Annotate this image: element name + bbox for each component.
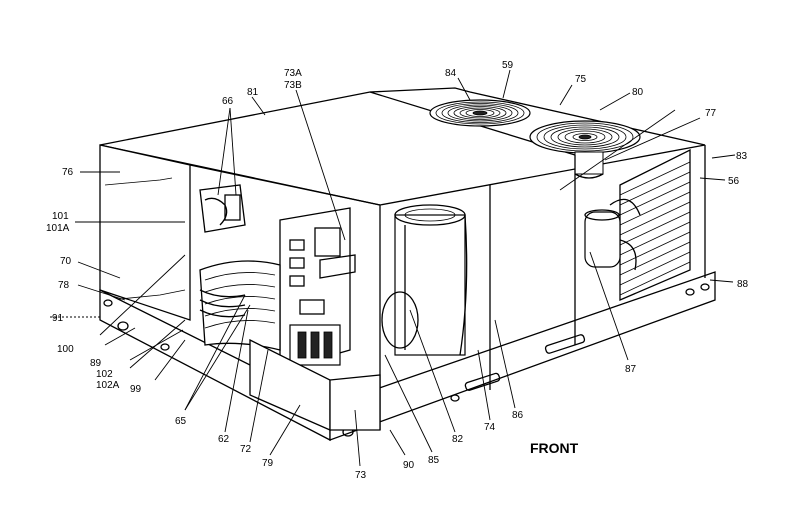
callout-56: 56 bbox=[728, 176, 740, 187]
callout-77: 77 bbox=[705, 108, 717, 119]
control-box bbox=[279, 207, 356, 371]
callout-87: 87 bbox=[625, 364, 637, 375]
lower-access-panels bbox=[249, 338, 381, 431]
front-label: FRONT bbox=[530, 440, 579, 456]
compressor bbox=[584, 198, 641, 271]
callout-80: 80 bbox=[632, 87, 644, 98]
callout-102: 102 bbox=[96, 369, 113, 380]
callout-99: 99 bbox=[130, 384, 142, 395]
condenser-fan-grille-front bbox=[529, 120, 641, 154]
blower-assembly bbox=[381, 204, 468, 356]
callout-labels: 84 59 75 80 77 83 56 88 87 86 74 82 85 9… bbox=[46, 60, 749, 481]
callout-88: 88 bbox=[737, 279, 749, 290]
callout-72: 72 bbox=[240, 444, 252, 455]
callout-73: 73 bbox=[355, 470, 367, 481]
callout-86: 86 bbox=[512, 410, 524, 421]
callout-101A: 101A bbox=[46, 223, 70, 234]
callout-101: 101 bbox=[52, 211, 69, 222]
callout-91: 91 bbox=[52, 313, 64, 324]
callout-82: 82 bbox=[452, 434, 464, 445]
callout-70: 70 bbox=[60, 256, 72, 267]
callout-65: 65 bbox=[175, 416, 187, 427]
callout-73B: 73B bbox=[284, 80, 302, 91]
callout-85: 85 bbox=[428, 455, 440, 466]
condenser-coil bbox=[619, 148, 691, 301]
callout-76: 76 bbox=[62, 167, 74, 178]
callout-62: 62 bbox=[218, 434, 230, 445]
callout-78: 78 bbox=[58, 280, 70, 291]
condenser-fan-grille-rear bbox=[429, 99, 531, 127]
callout-84: 84 bbox=[445, 68, 457, 79]
callout-102A: 102A bbox=[96, 380, 120, 391]
callout-81: 81 bbox=[247, 87, 259, 98]
callout-73A: 73A bbox=[284, 68, 302, 79]
fan-motor bbox=[574, 151, 604, 179]
inducer-assembly bbox=[199, 184, 246, 233]
callout-75: 75 bbox=[575, 74, 587, 85]
leader-lines bbox=[50, 69, 736, 467]
callout-79: 79 bbox=[262, 458, 274, 469]
callout-90: 90 bbox=[403, 460, 415, 471]
callout-83: 83 bbox=[736, 151, 748, 162]
callout-59: 59 bbox=[502, 60, 514, 71]
callout-100: 100 bbox=[57, 344, 74, 355]
callout-74: 74 bbox=[484, 422, 496, 433]
left-side-panel bbox=[99, 144, 191, 321]
callout-89: 89 bbox=[90, 358, 102, 369]
callout-66: 66 bbox=[222, 96, 234, 107]
